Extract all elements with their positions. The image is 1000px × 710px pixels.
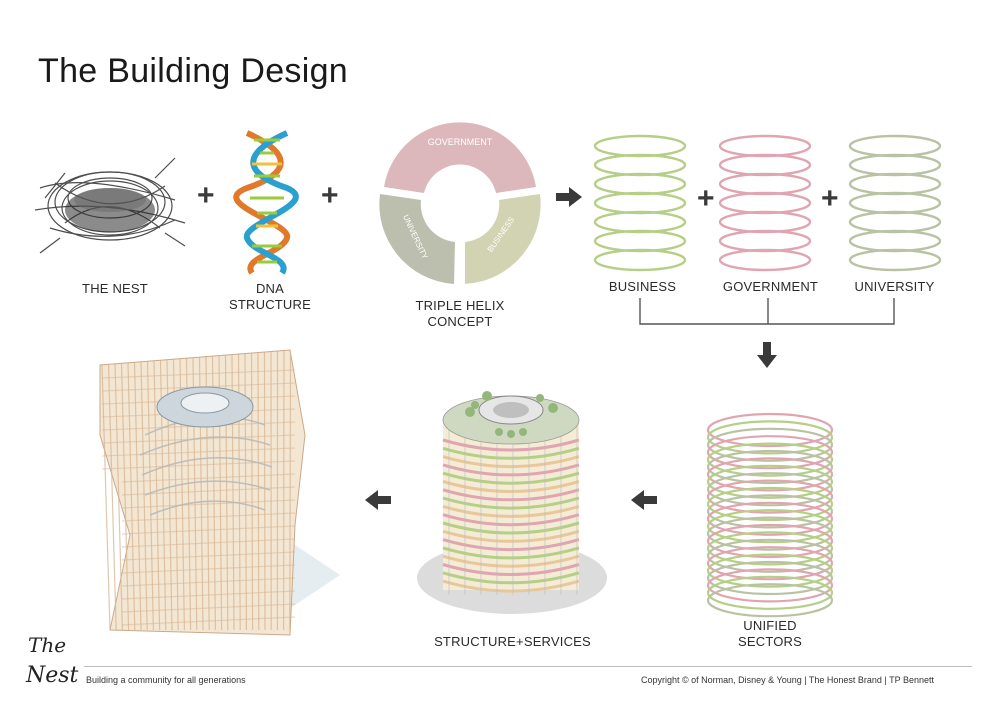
business-spiral <box>593 134 687 272</box>
footer-copyright: Copyright © of Norman, Disney & Young | … <box>641 675 934 685</box>
spiral-label-business: BUSINESS <box>608 279 677 294</box>
footer-divider <box>84 666 972 667</box>
footer-tagline: Building a community for all generations <box>86 675 246 685</box>
svg-text:Nest: Nest <box>25 663 79 688</box>
unified-label-line2: SECTORS <box>737 634 802 649</box>
unified-label-line1: UNIFIED <box>743 618 797 633</box>
spiral-label-university: UNIVERSITY <box>854 279 935 294</box>
university-spiral <box>848 134 942 272</box>
arrow-left-icon <box>631 490 657 510</box>
structure-services-tower <box>417 391 607 614</box>
dna-label-line2: STRUCTURE <box>229 297 311 312</box>
helix-label-line1: TRIPLE HELIX <box>415 298 505 313</box>
helix-label-line2: CONCEPT <box>427 314 493 329</box>
nest-illustration <box>34 157 186 254</box>
arrow-left-icon <box>365 490 391 510</box>
spiral-label-government: GOVERNMENT <box>722 279 819 294</box>
plus-sign: + <box>697 182 715 215</box>
twisted-building-render <box>99 349 340 636</box>
page-title: The Building Design <box>38 52 348 90</box>
plus-sign: + <box>197 179 215 212</box>
triple-helix-donut: GOVERNMENT UNIVERSITY BUSINESS <box>379 122 541 284</box>
nest-label: THE NEST <box>82 281 148 296</box>
plus-sign: + <box>821 182 839 215</box>
dna-label-line1: DNA <box>255 281 285 296</box>
dna-illustration <box>233 130 299 275</box>
helix-segment-government <box>384 122 536 193</box>
arrow-down-icon <box>757 342 777 368</box>
merge-bracket <box>639 298 895 325</box>
unified-sectors-spiral <box>706 412 834 618</box>
helix-segment-university <box>379 194 455 284</box>
svg-text:The: The <box>28 633 66 657</box>
sector-spirals <box>593 134 942 272</box>
helix-segment-business <box>465 194 541 284</box>
structure-label: STRUCTURE+SERVICES <box>434 634 591 649</box>
the-nest-logo: The Nest <box>25 633 79 688</box>
helix-segment-label: GOVERNMENT <box>428 137 493 147</box>
government-spiral <box>718 134 812 272</box>
plus-sign: + <box>321 179 339 212</box>
arrow-right-icon <box>556 187 582 207</box>
